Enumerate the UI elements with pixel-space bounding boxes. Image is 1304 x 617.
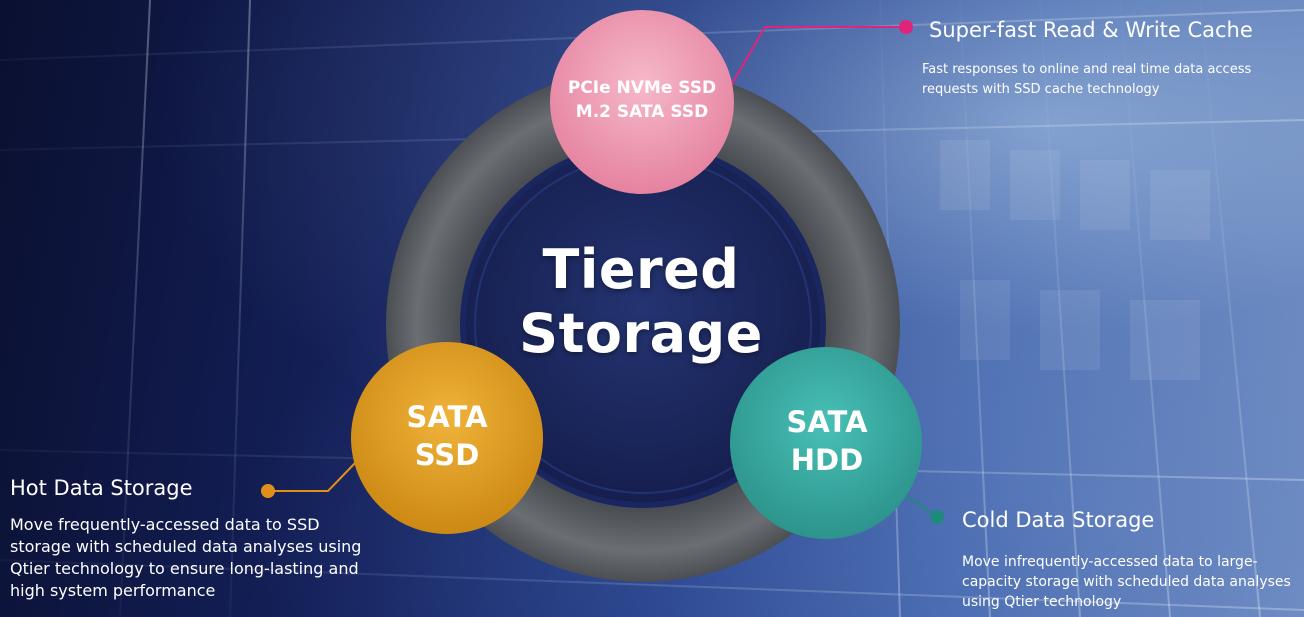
cold-feature-description: Move infrequently-accessed data to large… xyxy=(962,554,1291,610)
cache-connector-line xyxy=(717,26,906,109)
node-sata-hdd-circle xyxy=(730,347,922,539)
node-sata-hdd-label: SATA HDD xyxy=(732,403,922,479)
hot-connector-line xyxy=(268,461,357,492)
node-sata-ssd-label: SATA SSD xyxy=(352,398,542,474)
node-sata-hdd-line2: HDD xyxy=(790,443,864,477)
cache-feature-description: Fast responses to online and real time d… xyxy=(922,62,1252,97)
center-title-line2: Storage xyxy=(519,302,763,365)
node-pcie-label: PCIe NVMe SSD M.2 SATA SSD xyxy=(552,76,732,124)
hot-connector-dot xyxy=(261,484,275,498)
node-pcie-line1: PCIe NVMe SSD xyxy=(567,78,717,98)
cache-feature-title: Super-fast Read & Write Cache xyxy=(929,18,1253,42)
center-title-line1: Tiered xyxy=(542,238,740,301)
node-sata-ssd-line2: SSD xyxy=(414,438,480,472)
node-sata-ssd-circle xyxy=(351,342,543,534)
hot-feature-title: Hot Data Storage xyxy=(10,476,193,500)
center-title: Tiered Storage xyxy=(486,238,796,366)
node-sata-ssd-line1: SATA xyxy=(406,400,488,434)
node-sata-hdd-line1: SATA xyxy=(786,405,868,439)
cold-connector-dot xyxy=(930,510,944,524)
cache-connector-dot xyxy=(899,20,913,34)
node-pcie-circle xyxy=(550,10,734,194)
node-pcie-line2: M.2 SATA SSD xyxy=(575,102,709,122)
cold-feature-title: Cold Data Storage xyxy=(962,508,1155,532)
hot-feature-description: Move frequently-accessed data to SSD sto… xyxy=(10,515,362,600)
